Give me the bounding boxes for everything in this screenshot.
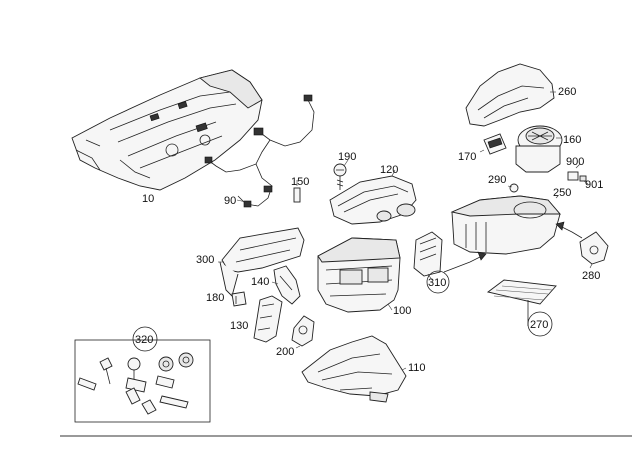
callout-100: 100 (393, 305, 411, 317)
callout-280: 280 (582, 270, 600, 282)
callout-160: 160 (563, 134, 581, 146)
part-260-cover[interactable] (465, 63, 556, 127)
callout-130: 130 (230, 320, 248, 332)
callout-270: 270 (530, 319, 548, 331)
callout-200: 200 (276, 346, 294, 358)
callout-circle-320 (132, 326, 158, 352)
part-280-bracket[interactable] (579, 231, 609, 269)
callout-110: 110 (408, 362, 426, 374)
part-901-terminal[interactable] (579, 175, 589, 185)
part-250-blower-housing[interactable] (450, 195, 561, 255)
part-900-connector[interactable] (567, 163, 581, 181)
assembly-arrows (443, 221, 583, 273)
callout-320: 320 (135, 334, 153, 346)
callout-140: 140 (251, 276, 269, 288)
callout-290: 290 (488, 174, 506, 186)
part-130-air-duct[interactable] (253, 295, 283, 343)
part-170-resistor[interactable] (479, 133, 507, 155)
part-180-clip[interactable] (231, 291, 247, 307)
part-100-evaporator-housing[interactable] (317, 237, 401, 313)
part-120-distribution-housing[interactable] (329, 169, 417, 225)
callout-150: 150 (291, 176, 309, 188)
callout-300: 300 (196, 254, 214, 266)
part-140-bracket[interactable] (271, 265, 301, 305)
part-160-blower-motor[interactable] (515, 125, 563, 173)
part-10-hvac-module[interactable] (71, 69, 263, 191)
part-290-grommet[interactable] (507, 183, 519, 193)
callout-900: 900 (566, 156, 584, 168)
callout-250: 250 (553, 187, 571, 199)
callout-260: 260 (558, 86, 576, 98)
part-200-actuator[interactable] (291, 315, 315, 349)
callout-170: 170 (458, 151, 476, 163)
callout-90: 90 (224, 195, 236, 207)
callout-901: 901 (585, 179, 603, 191)
part-90-wiring-harness[interactable] (204, 94, 315, 208)
part-270-plate[interactable] (486, 279, 557, 326)
callout-190: 190 (338, 151, 356, 163)
part-110-lower-housing[interactable] (301, 335, 407, 403)
callout-10: 10 (142, 193, 154, 205)
part-190-screw[interactable] (333, 159, 349, 190)
callout-180: 180 (206, 292, 224, 304)
part-310-filter-panel[interactable] (413, 231, 443, 281)
part-300-duct[interactable] (218, 227, 305, 297)
callout-circle-310 (426, 270, 450, 294)
part-320-kit[interactable] (74, 339, 211, 423)
callout-310: 310 (428, 277, 446, 289)
callout-circle-270 (527, 311, 553, 337)
callout-120: 120 (380, 164, 398, 176)
part-150-clip[interactable] (293, 180, 301, 203)
